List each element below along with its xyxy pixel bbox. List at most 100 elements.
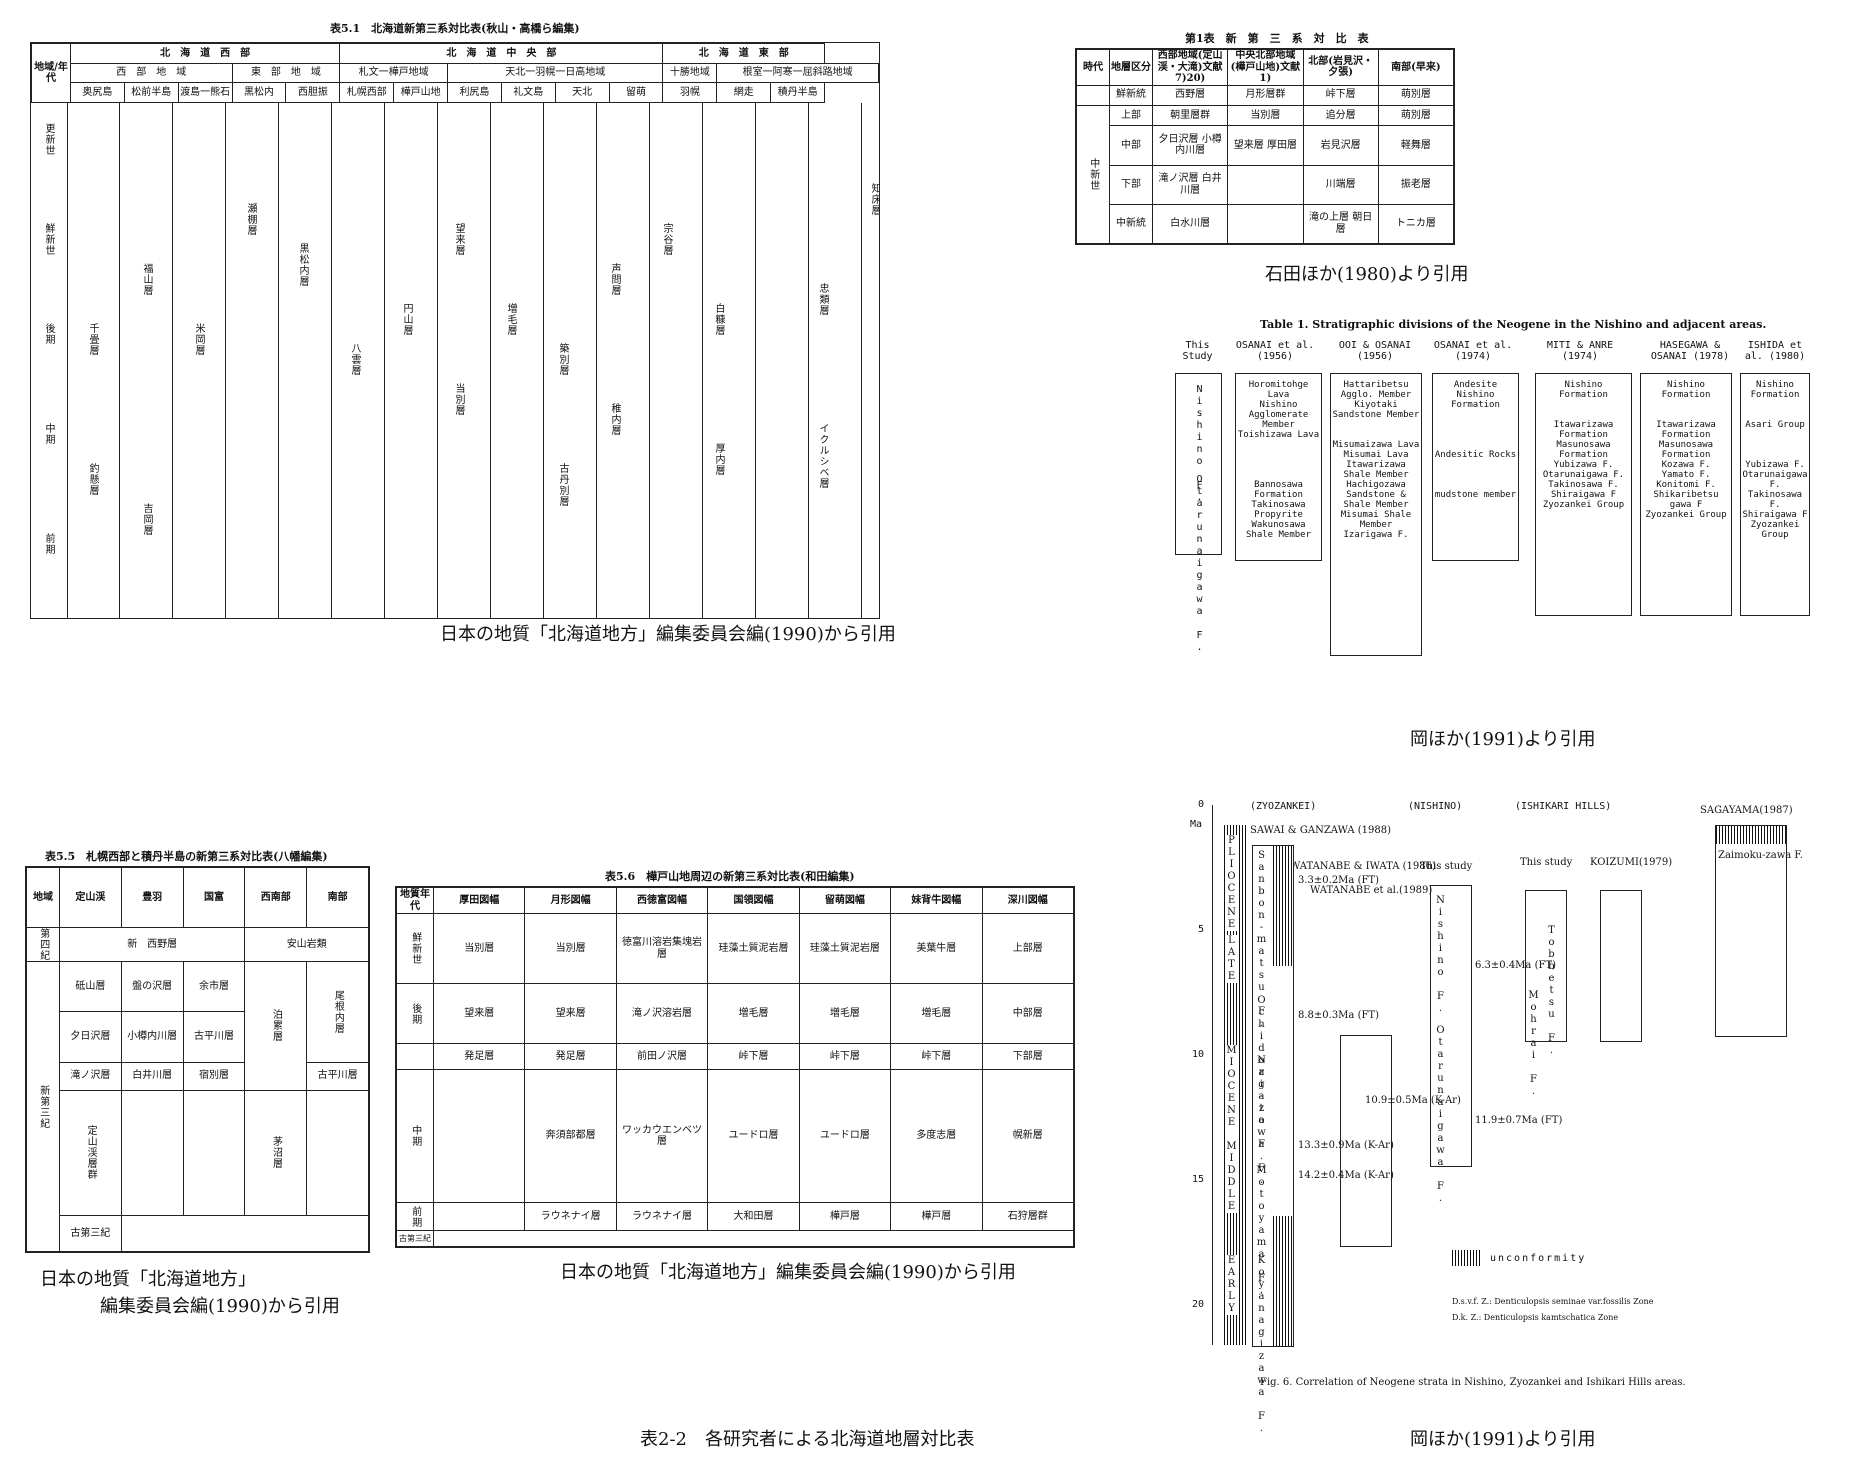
cell [1227,164,1304,205]
table56-panel: 表5.6 樺戸山地周辺の新第三系対比表(和田編集) 地質年代 厚田図幅 月形図幅… [395,868,1075,1248]
cell: Itawarizawa Shale Member [1343,460,1409,480]
cell: Zyozankei Group [1542,500,1625,510]
cell: Otarunaigawa F. [1742,470,1808,490]
cell: Nishino Agglomerate Member [1248,400,1309,430]
cell: 樺戸層 [798,1202,892,1231]
cell: 追分層 [1302,104,1379,127]
column-nishino [1430,885,1472,1167]
region-header: (ISHIKARI HILLS) [1515,801,1612,812]
age-label: 後期 [396,983,434,1044]
cell: Yubizawa F. [1745,460,1805,470]
formation: 福山層 [141,263,152,296]
cell: 川端層 [1302,164,1379,205]
region-header: (ZYOZANKEI) [1250,801,1317,812]
age-label: 鮮新世 [396,913,434,984]
epoch-label: LATE [1226,935,1237,983]
tick-label: 10 [1192,1049,1205,1060]
cell: Izarigawa F. [1343,530,1409,540]
cell: Nishino [1667,380,1705,390]
area: 奥尻島 [70,82,125,103]
col-header: 時代 [1076,49,1110,86]
cell: Konitomi F. [1656,480,1716,490]
cell: 多度志層 [890,1069,983,1203]
cell: 下部 [1109,164,1153,205]
table56-title: 表5.6 樺戸山地周辺の新第三系対比表(和田編集) [605,870,855,883]
legend-swatch [1452,1250,1480,1266]
cell: 美葉牛層 [890,913,983,984]
cell: 滝ノ沢層 [59,1061,122,1091]
cell: 増毛層 [707,983,800,1044]
cell: 茅沼層 [244,1089,308,1217]
formation: 当別層 [453,383,464,416]
unit-label: Sanbon-matsu F. [1256,850,1267,1030]
col-header: 北部(岩見沢・夕張) [1302,49,1379,86]
legend-label: unconformity [1490,1253,1587,1264]
author: This study [1520,857,1573,868]
col-header: 月形図幅 [524,887,617,914]
unit-label: Zaimoku-zawa F. [1718,850,1803,861]
cell: Toishizawa Lava [1237,430,1320,440]
epoch-label: EARLY [1226,1255,1237,1315]
table1e-panel: Table 1. Stratigraphic divisions of the … [1170,318,1810,688]
col-header: 南部(早来) [1377,49,1455,86]
col-header: 地質年代 [396,887,434,914]
cell: 夕日沢層 [59,1011,122,1063]
cell: 発足層 [432,1043,526,1070]
date-label: 10.9±0.5Ma (K-Ar) [1365,1095,1461,1106]
col-osanai56: Horomitohge Lava Nishino Agglomerate Mem… [1235,373,1322,561]
cell: 泊累層 [244,961,308,1091]
age-label: 古第三紀 [59,1215,122,1252]
table55-title: 表5.5 札幌西部と積丹半島の新第三系対比表(八幡編集) [45,850,328,863]
formation: 増毛層 [505,303,516,336]
table1e-title: Table 1. Stratigraphic divisions of the … [1260,318,1767,331]
cell: Asari Group [1745,420,1805,430]
cell: ラウネナイ層 [615,1202,709,1231]
area: 羽幌 [662,82,718,103]
author: SAGAYAMA(1987) [1700,805,1793,816]
caption6: 岡ほか(1991)より引用 [1410,1429,1596,1450]
cell: Itawarizawa Formation [1553,420,1614,440]
tick-label: 5 [1198,924,1205,935]
cell: 石狩層群 [981,1202,1074,1231]
cell: Shiraigawa F [1742,510,1808,520]
cell: 滝ノ沢溶岩層 [615,983,709,1044]
formation: 古丹別層 [557,463,568,507]
caption5: 日本の地質「北海道地方」編集委員会編(1990)から引用 [560,1262,1016,1283]
cell: 奔須部都層 [524,1069,617,1203]
col-ishida: Nishino Formation Asari Group Yubizawa F… [1740,373,1810,616]
cell: 滝の上層 朝日層 [1302,203,1379,245]
cell: Masunosawa Formation [1556,440,1611,460]
cell: 砥山層 [59,960,122,1013]
region-central: 北 海 道 中 央 部 [339,43,664,64]
cell: ユードロ層 [707,1069,800,1203]
cell: Nishino Formation [1451,390,1500,410]
unit-label: Koyanagizawa F. [1256,1255,1267,1435]
region-west: 北 海 道 西 部 [69,43,341,64]
formation: 米岡層 [193,323,204,356]
age-label: 更新世 [43,123,54,156]
tick-label: 0 [1198,799,1205,810]
cell: 増毛層 [890,983,983,1044]
cell: Masunosawa Formation [1658,440,1714,460]
cell: 望来層 [524,983,617,1044]
cell: Takinosawa F. [1548,480,1619,490]
cell: Misumai Lava [1343,450,1409,460]
subregion: 根室一阿寒一屈斜路地域 [716,62,879,84]
cell: Nishino [1564,380,1603,390]
formation: 瀬棚層 [245,203,256,236]
column-sagayama [1715,825,1787,1037]
date-label: 14.2±0.4Ma (K-Ar) [1298,1170,1394,1181]
col-header: 妹背牛図幅 [890,887,983,914]
formation: 白糠層 [713,303,724,336]
formation: 八雲層 [349,343,360,376]
unit-label: Nagato F. [1256,1055,1267,1163]
area: 札幌西部 [339,82,395,103]
cell: 滝ノ沢層 白井川層 [1151,164,1229,205]
area: 礼文島 [500,82,556,103]
cell: 上部層 [981,913,1074,984]
table55-panel: 表5.5 札幌西部と積丹半島の新第三系対比表(八幡編集) 地域 定山渓 豊羽 国… [25,848,370,1253]
cell: 萌別層 [1377,104,1455,127]
formation: 黒松内層 [297,243,308,287]
age-label: 中期 [43,423,54,445]
formation: イクルシベ層 [817,423,828,489]
